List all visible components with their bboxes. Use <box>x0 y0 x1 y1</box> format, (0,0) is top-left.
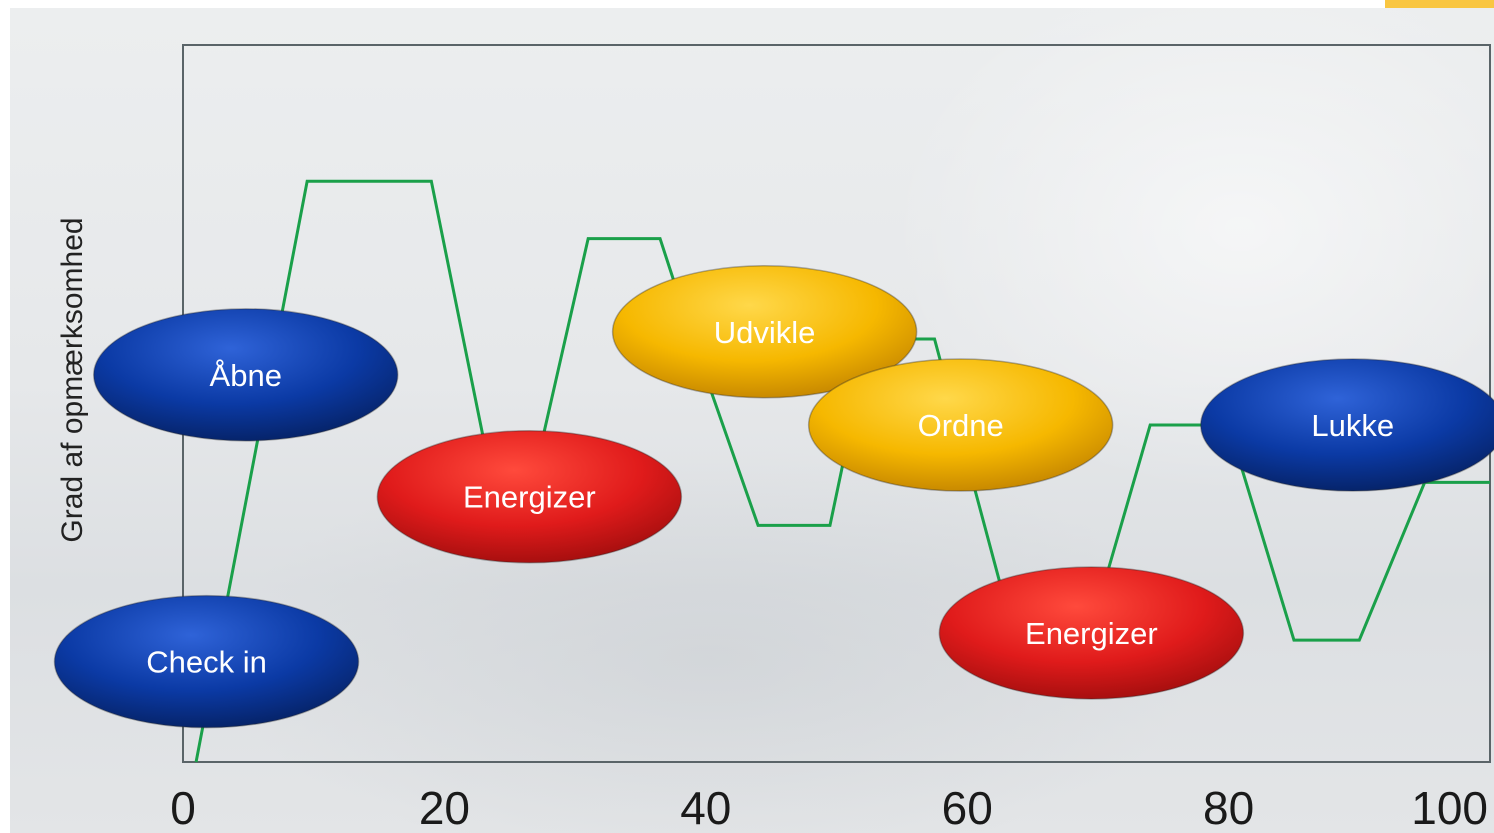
annotation-ellipse <box>807 358 1114 492</box>
annotation-ellipse <box>1200 358 1494 492</box>
annotation-label: Udvikle <box>714 315 816 350</box>
x-tick-label: 20 <box>419 782 470 833</box>
annotation--bne: Åbne <box>92 308 399 442</box>
annotation-label: Check in <box>146 645 267 680</box>
annotation-label: Lukke <box>1311 408 1394 443</box>
annotation-ellipse <box>376 429 683 564</box>
annotation-label: Åbne <box>210 358 282 393</box>
annotation-ordne: Ordne <box>807 358 1114 492</box>
annotation-ellipse <box>92 308 399 442</box>
x-tick-label: 60 <box>942 782 993 833</box>
annotation-ellipse <box>938 566 1245 700</box>
annotation-udvikle: Udvikle <box>611 265 918 399</box>
x-tick-layer: 0 20 40 60 80 100 <box>170 782 1488 833</box>
annotation-label: Energizer <box>463 480 596 515</box>
x-tick-label: 80 <box>1203 782 1254 833</box>
annotation-lukke: Lukke <box>1200 358 1494 492</box>
x-tick-label: 0 <box>170 782 196 833</box>
annotation-ellipse <box>53 594 360 729</box>
annotation-ellipse <box>611 265 918 399</box>
annotation-label: Energizer <box>1025 616 1158 651</box>
x-tick-label: 100 <box>1411 782 1488 833</box>
corner-accent-tab <box>1385 0 1494 8</box>
y-axis-label: Grad af opmærksomhed <box>56 217 89 542</box>
annotation-check-in: Check in <box>53 594 360 729</box>
x-tick-label: 40 <box>680 782 731 833</box>
annotation-energizer: Energizer <box>938 566 1245 700</box>
annotation-label: Ordne <box>918 408 1004 443</box>
annotation-energizer: Energizer <box>376 429 683 564</box>
